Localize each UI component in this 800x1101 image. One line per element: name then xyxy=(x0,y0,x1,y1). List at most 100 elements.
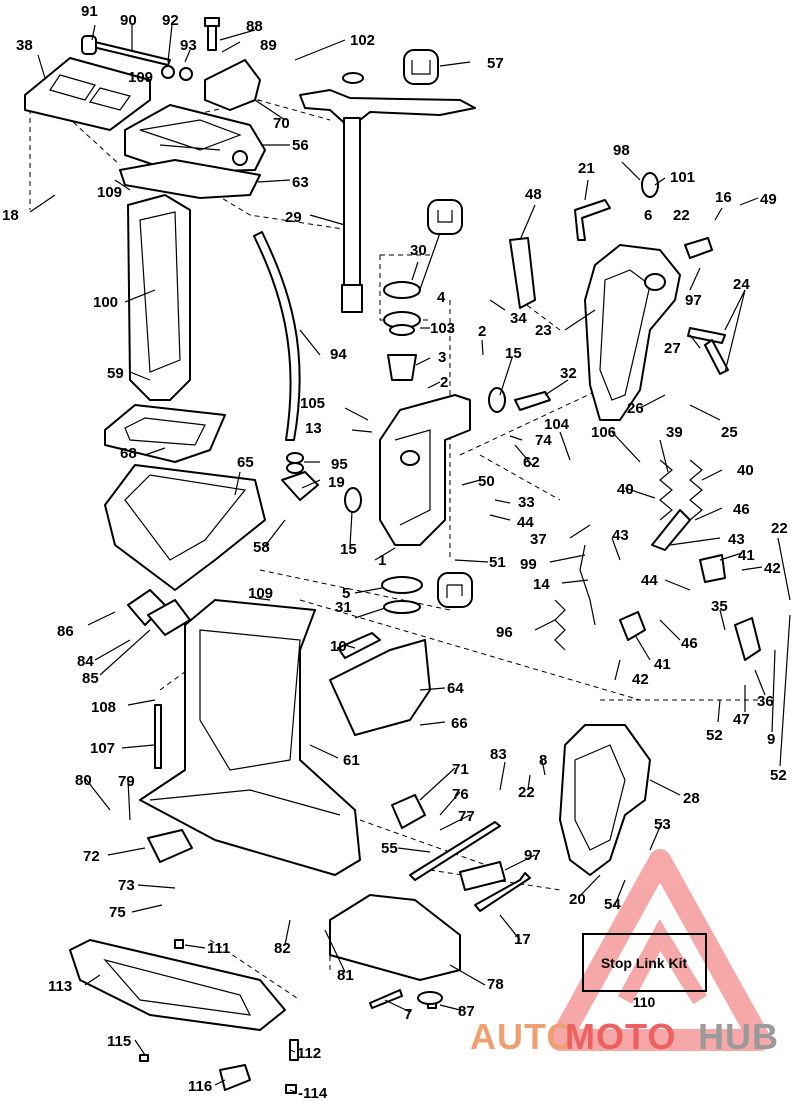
callout: 17 xyxy=(514,931,531,948)
callout: 19 xyxy=(328,474,345,491)
callout: 46 xyxy=(733,501,750,518)
callout: 29 xyxy=(285,209,302,226)
callout: 75 xyxy=(109,904,126,921)
parts xyxy=(24,17,761,1094)
exhaust-housing-upper xyxy=(104,464,266,591)
callout: 94 xyxy=(330,346,347,363)
kit-number: 110 xyxy=(633,994,656,1010)
callout: 1 xyxy=(378,552,386,569)
callout: 14 xyxy=(533,576,550,593)
callout: 24 xyxy=(733,276,750,293)
callout: 109 xyxy=(128,69,153,86)
callout: 9 xyxy=(767,731,775,748)
callout: 52 xyxy=(770,767,787,784)
throttle-bracket xyxy=(204,59,261,111)
callout: 35 xyxy=(711,598,728,615)
callout: 42 xyxy=(632,671,649,688)
callout: 50 xyxy=(478,473,495,490)
top-plate xyxy=(104,404,226,463)
callout: 6 xyxy=(644,207,652,224)
callout: 78 xyxy=(487,976,504,993)
callout: 41 xyxy=(654,656,671,673)
callout: 108 xyxy=(91,699,116,716)
callout: 37 xyxy=(530,531,547,548)
stop-link-kit: Stop Link Kit 110 xyxy=(582,933,707,1010)
callout: 112 xyxy=(297,1045,321,1062)
callout: 46 xyxy=(681,635,698,652)
callout: 2 xyxy=(440,374,448,391)
callout: 13 xyxy=(305,420,322,437)
callout: 22 xyxy=(673,207,690,224)
callout: 7 xyxy=(404,1006,412,1023)
exhaust-gasket-plate xyxy=(24,57,151,131)
callout: 96 xyxy=(496,624,513,641)
callout: 38 xyxy=(16,37,33,54)
callout: 76 xyxy=(452,786,469,803)
callout: 102 xyxy=(350,32,375,49)
callout: 39 xyxy=(666,424,683,441)
callout: 74 xyxy=(535,432,552,449)
callout: 33 xyxy=(518,494,535,511)
watermark-text: AUTO MOTO HUB xyxy=(470,1016,779,1057)
callout: -114 xyxy=(298,1085,328,1101)
callout: 85 xyxy=(82,670,99,687)
lower-cover xyxy=(329,639,431,736)
callout-labels: 91 90 92 88 89 102 57 38 93 109 70 56 63… xyxy=(2,3,788,1101)
callout: 107 xyxy=(90,740,115,757)
callout: 95 xyxy=(331,456,348,473)
callout: 44 xyxy=(641,572,658,589)
callout: 31 xyxy=(335,599,352,616)
tilt-lever xyxy=(687,327,726,344)
adapter-housing xyxy=(124,104,266,173)
callout: 111 xyxy=(207,940,230,957)
callout: 81 xyxy=(337,967,354,984)
callout: 26 xyxy=(627,400,644,417)
callout: 88 xyxy=(246,18,263,35)
callout: 65 xyxy=(237,454,254,471)
callout: 68 xyxy=(120,445,137,462)
callout: 36 xyxy=(757,693,774,710)
shift-rod xyxy=(253,231,301,441)
gasket xyxy=(119,159,261,199)
callout: 91 xyxy=(81,3,98,20)
callout: 42 xyxy=(764,560,781,577)
callout: 43 xyxy=(728,531,745,548)
stern-bracket-lower xyxy=(559,724,651,876)
callout: 3 xyxy=(438,349,446,366)
callout: 79 xyxy=(118,773,135,790)
callout: 54 xyxy=(604,896,621,913)
callout: 44 xyxy=(517,514,534,531)
callout: 5 xyxy=(342,585,350,602)
callout: 27 xyxy=(664,340,681,357)
callout: 47 xyxy=(733,711,750,728)
callout: 101 xyxy=(670,169,695,186)
watermark-logo xyxy=(549,849,771,1051)
callout: 8 xyxy=(539,752,547,769)
callout: 109 xyxy=(97,184,122,201)
callout: 15 xyxy=(505,345,522,362)
callout: 10 xyxy=(330,638,347,655)
callout: 15 xyxy=(340,541,357,558)
upper-mount-bearing xyxy=(383,281,421,299)
watermark-hub: HUB xyxy=(698,1016,779,1057)
callout: 25 xyxy=(721,424,738,441)
callout: 28 xyxy=(683,790,700,807)
kit-label: Stop Link Kit xyxy=(601,955,688,971)
callout: 66 xyxy=(451,715,468,732)
callout: 43 xyxy=(612,527,629,544)
callout: 22 xyxy=(771,520,788,537)
callout: 84 xyxy=(77,653,94,670)
anti-ventilation-plate xyxy=(69,939,286,1031)
callout: 72 xyxy=(83,848,100,865)
callout: 40 xyxy=(737,462,754,479)
callout: 87 xyxy=(458,1003,475,1020)
callout: 23 xyxy=(535,322,552,339)
callout: 104 xyxy=(544,416,570,433)
callout: 73 xyxy=(118,877,135,894)
callout: 97 xyxy=(524,847,541,864)
callout: 20 xyxy=(569,891,586,908)
callout: 62 xyxy=(523,454,540,471)
callout: 30 xyxy=(410,242,427,259)
callout: 115 xyxy=(107,1033,131,1050)
